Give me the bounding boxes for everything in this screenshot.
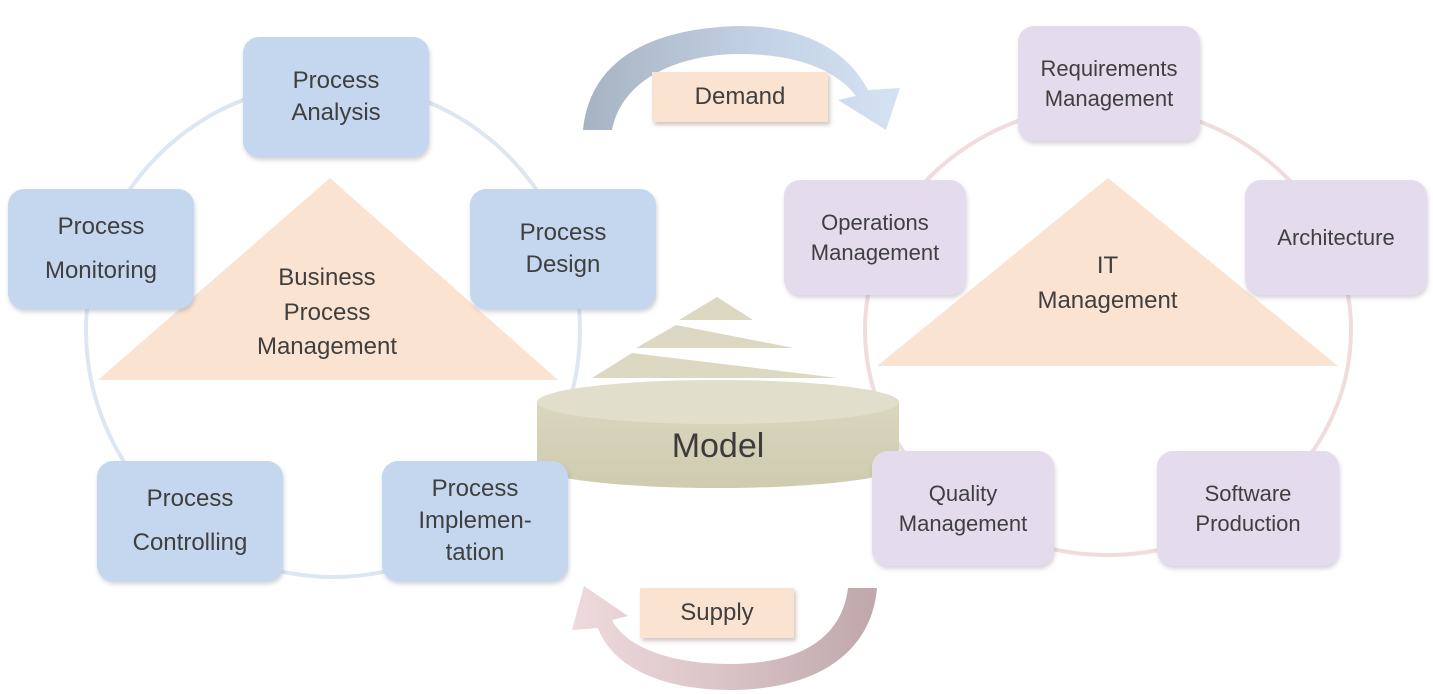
process-analysis-node[interactable]: Process Analysis: [243, 37, 429, 157]
demand-label: Demand: [652, 72, 828, 122]
model-pyramid-step-2: [636, 325, 794, 348]
quality-management-node[interactable]: Quality Management: [872, 451, 1054, 566]
bpm-triangle: [98, 178, 558, 380]
process-design-node[interactable]: Process Design: [470, 189, 656, 309]
operations-management-node[interactable]: Operations Management: [784, 180, 966, 295]
model-cylinder: [537, 402, 899, 488]
demand-arrow: [583, 26, 900, 130]
model-cylinder-top: [537, 380, 899, 424]
requirements-management-node[interactable]: Requirements Management: [1018, 26, 1200, 141]
process-controlling-node[interactable]: Process Controlling: [97, 461, 283, 581]
process-implementation-node[interactable]: Process Implemen- tation: [382, 461, 568, 581]
software-production-node[interactable]: Software Production: [1157, 451, 1339, 566]
it-triangle: [877, 178, 1338, 366]
process-monitoring-node[interactable]: Process Monitoring: [8, 189, 194, 309]
model-pyramid-step-1: [679, 297, 753, 320]
architecture-node[interactable]: Architecture: [1245, 180, 1427, 295]
model-pyramid-step-3: [592, 353, 838, 378]
model-label: Model: [671, 426, 765, 465]
supply-arrow: [572, 586, 877, 690]
bpm-center-label: Business Process Management: [256, 263, 398, 361]
supply-label: Supply: [640, 588, 794, 638]
it-center-label: IT Management: [1037, 252, 1178, 314]
